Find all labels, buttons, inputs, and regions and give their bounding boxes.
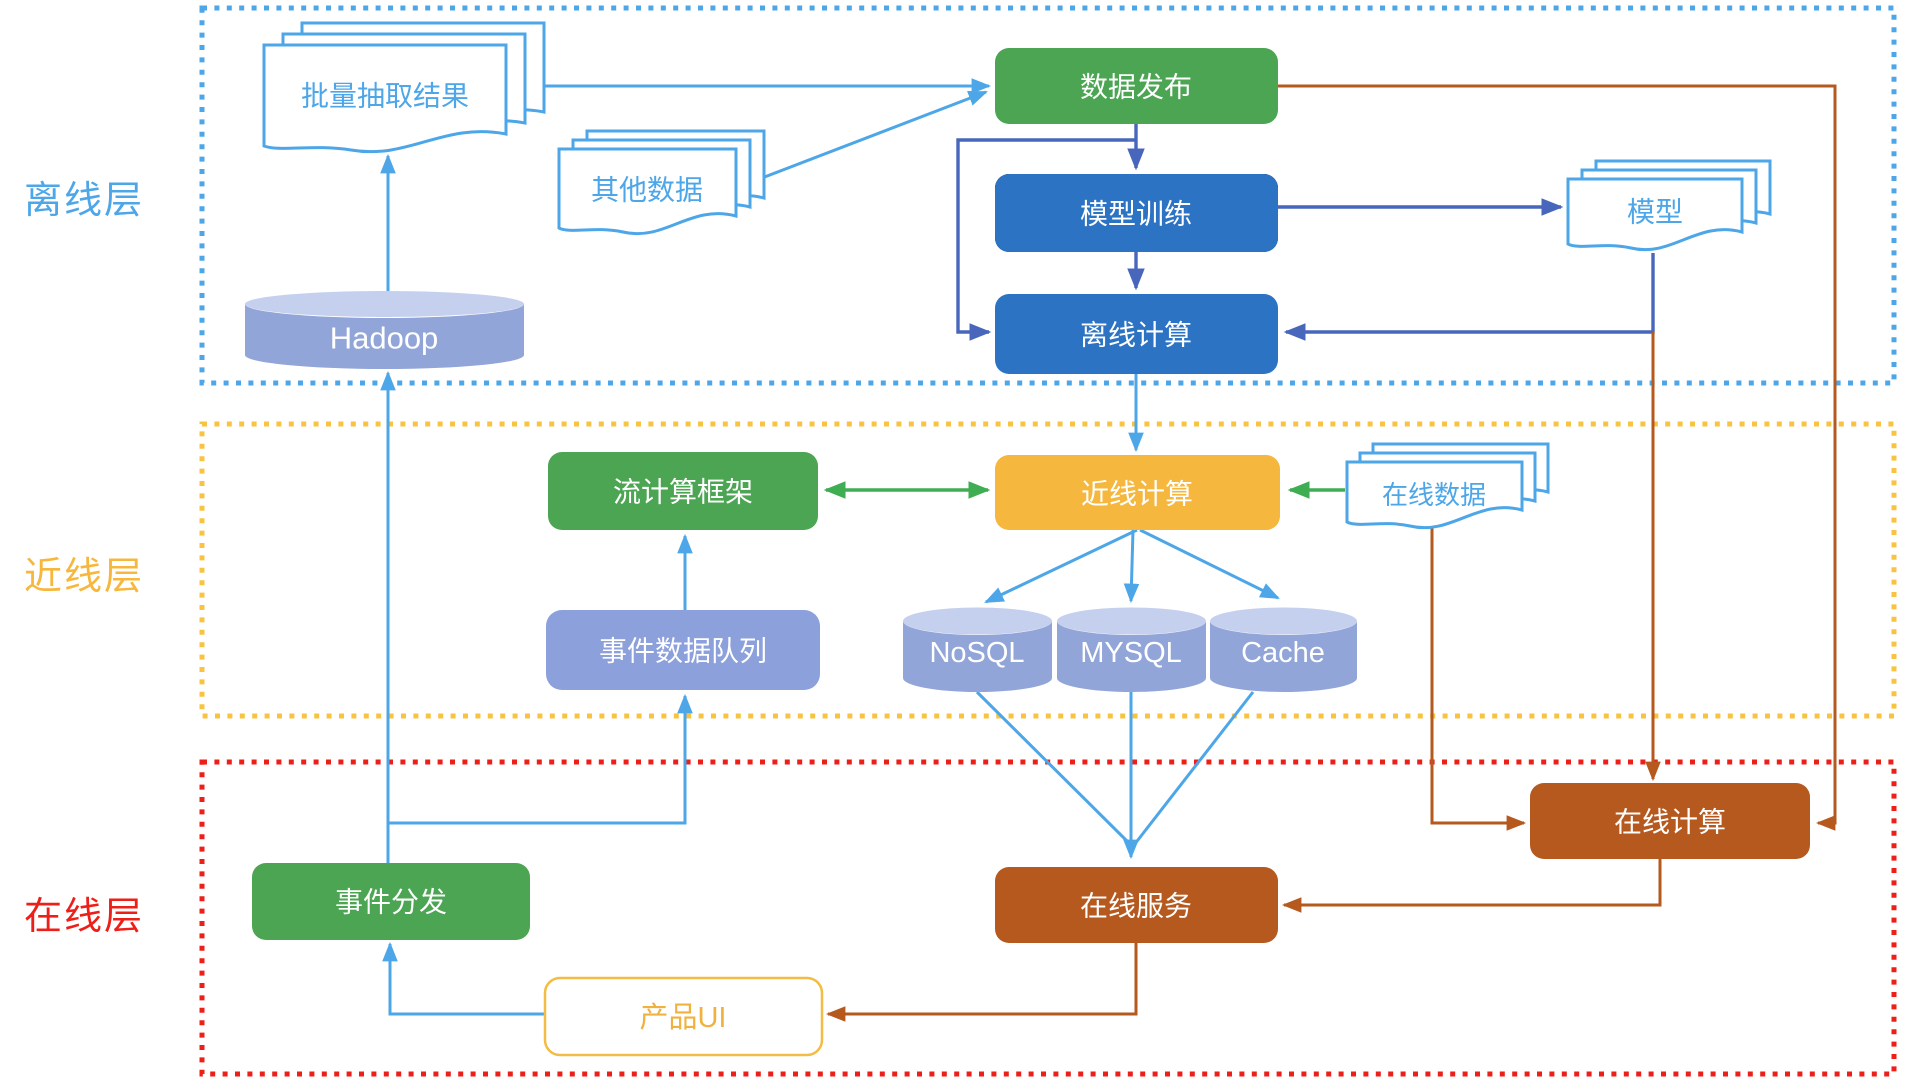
- model-training-node: 模型训练: [995, 174, 1278, 252]
- cylinder-body: [245, 304, 524, 369]
- edge-data-publish-to-offline-compute: [956, 138, 1136, 341]
- node-box: [995, 48, 1278, 124]
- node-box: [548, 452, 818, 530]
- model-doc-label: 模型: [1627, 197, 1683, 228]
- doc-sheet-front: [1566, 177, 1744, 252]
- hadoop-db: Hadoop: [245, 291, 524, 369]
- node-box-color: [995, 174, 1278, 252]
- edge-nearline-compute-to-cache: [1139, 528, 1280, 600]
- nosql-label: NoSQL: [929, 637, 1024, 669]
- other-data-doc-label: 其他数据: [591, 175, 703, 206]
- nearline-compute-label: 近线计算: [1081, 479, 1193, 510]
- offline-compute-node: 离线计算: [995, 294, 1278, 374]
- other-data-doc: 其他数据: [557, 129, 766, 236]
- edges-light-blue: [380, 78, 1280, 1016]
- edge-online-compute-to-online-service: [1281, 859, 1662, 913]
- data-publish-node: 数据发布: [995, 48, 1278, 124]
- event-queue-label: 事件数据队列: [599, 636, 767, 667]
- cylinder-top: [903, 607, 1052, 635]
- edge-other-data-to-data-publish: [761, 90, 988, 180]
- mysql-label: MYSQL: [1080, 637, 1182, 669]
- nearline-layer-label: 近线层: [24, 556, 144, 598]
- offline-layer-label: 离线层: [24, 180, 144, 222]
- node-box: [995, 867, 1278, 943]
- model-training-label: 模型训练: [1080, 199, 1192, 230]
- cylinder-body: [1057, 621, 1206, 692]
- doc-sheet-front: [557, 147, 738, 236]
- cylinder-top: [1210, 607, 1357, 635]
- model-doc: 模型: [1566, 159, 1772, 252]
- edge-model-doc-to-offline-compute: [1283, 253, 1655, 341]
- offline-layer-frame: [199, 5, 1897, 386]
- online-data-doc: 在线数据: [1345, 442, 1550, 530]
- edges-brown: [825, 84, 1837, 1022]
- batch-result-doc: 批量抽取结果: [262, 21, 546, 154]
- product-ui-node: 产品UI: [543, 976, 824, 1057]
- event-dispatch-node: 事件分发: [252, 863, 530, 940]
- cache-label: Cache: [1241, 637, 1325, 669]
- online-service-label: 在线服务: [1080, 891, 1192, 922]
- nearline-layer-frame: [199, 421, 1897, 719]
- online-data-doc-label: 在线数据: [1382, 480, 1486, 510]
- edge-nosql-to-online-service: [975, 690, 1133, 847]
- edge-nearline-compute-to-nosql: [984, 528, 1138, 604]
- doc-sheet-front: [1345, 460, 1524, 530]
- offline-compute-label: 离线计算: [1080, 320, 1192, 351]
- edge-nearline-compute-to-mysql: [1123, 529, 1140, 604]
- product-ui-label: 产品UI: [639, 1001, 726, 1034]
- data-publish-label: 数据发布: [1080, 72, 1192, 103]
- node-box: [995, 455, 1280, 530]
- online-service-node: 在线服务: [995, 867, 1278, 943]
- cache-db: Cache: [1210, 607, 1357, 692]
- edge-data-publish-to-online-compute: [1278, 84, 1837, 831]
- edge-cache-to-online-service: [1132, 691, 1255, 846]
- hadoop-label: Hadoop: [330, 321, 439, 356]
- node-box: [995, 294, 1278, 374]
- mysql-db: MYSQL: [1057, 607, 1206, 692]
- online-compute-node: 在线计算: [1530, 783, 1810, 859]
- nearline-compute-node: 近线计算: [995, 455, 1280, 530]
- online-layer-label: 在线层: [24, 896, 144, 938]
- node-box: [546, 610, 820, 690]
- batch-result-doc-label: 批量抽取结果: [301, 81, 469, 112]
- doc-sheet-front: [262, 43, 508, 154]
- event-dispatch-label: 事件分发: [335, 887, 447, 918]
- node-box: [543, 976, 824, 1057]
- stream-framework-label: 流计算框架: [613, 477, 753, 508]
- event-queue-node: 事件数据队列: [546, 610, 820, 690]
- stream-framework-node: 流计算框架: [548, 452, 818, 530]
- cylinder-body: [1210, 621, 1357, 692]
- cylinder-top: [245, 291, 524, 317]
- node-box: [1530, 783, 1810, 859]
- cylinder-top: [1057, 607, 1206, 635]
- edge-online-service-to-product-ui: [825, 943, 1138, 1022]
- edge-online-data-to-online-compute: [1430, 528, 1527, 831]
- edge-product-ui-to-event-dispatch: [382, 941, 545, 1016]
- node-box: [252, 863, 530, 940]
- nosql-db: NoSQL: [903, 607, 1052, 692]
- cylinder-body: [903, 621, 1052, 692]
- online-compute-label: 在线计算: [1614, 807, 1726, 838]
- edge-event-dispatch-to-event-queue: [388, 693, 693, 825]
